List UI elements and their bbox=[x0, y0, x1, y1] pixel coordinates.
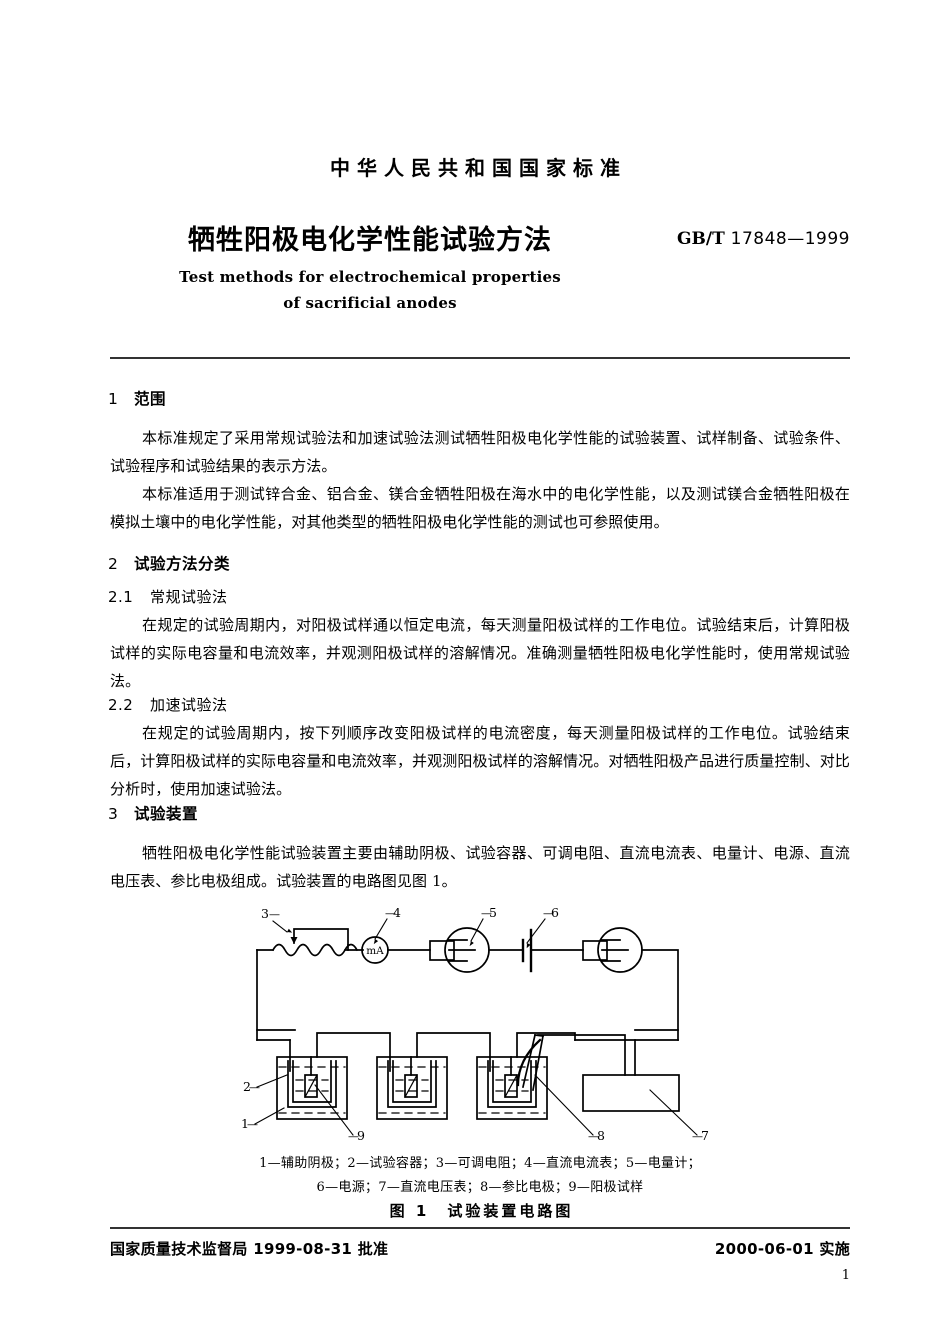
cell-1-container bbox=[276, 1056, 348, 1120]
section-heading-1: 1 范围 bbox=[108, 387, 166, 409]
cell-1-auxiliary-cathode bbox=[287, 1060, 337, 1108]
section-heading-2-2: 2.2 加速试验法 bbox=[108, 694, 228, 715]
reference-electrode-tube bbox=[516, 1038, 542, 1087]
implementation-date: 2000-06-01 实施 bbox=[714, 1240, 850, 1258]
adjustable-resistor-coil bbox=[271, 943, 359, 957]
cell-3-cathode-inner-edge bbox=[492, 1060, 532, 1103]
callout-3: 3 bbox=[261, 906, 269, 921]
callout-2: 2 bbox=[243, 1079, 251, 1094]
ammeter-label: mA bbox=[366, 945, 384, 957]
cell-2-auxiliary-cathode bbox=[387, 1060, 437, 1108]
callout-3-dash: — bbox=[269, 908, 280, 921]
standard-number: GB/T 17848—1999 bbox=[677, 229, 850, 249]
wire-left-outer bbox=[256, 949, 296, 1031]
callout-5: 5 bbox=[489, 905, 497, 920]
english-title-line2: of sacrificial anodes bbox=[283, 294, 457, 312]
test-cell-2 bbox=[376, 1056, 448, 1120]
dc-voltmeter-body bbox=[582, 1074, 680, 1112]
wire-cell2-to-cell3 bbox=[416, 1032, 491, 1058]
figure-1-circuit-diagram: 3 4 5 6 2 1 9 8 7 — — — — — — — — — bbox=[235, 885, 725, 1155]
section-heading-2: 2 试验方法分类 bbox=[108, 552, 230, 574]
cell-3-electrolyte bbox=[478, 1066, 546, 1114]
callout-8: 8 bbox=[597, 1128, 605, 1143]
callout-5-dash: — bbox=[481, 907, 492, 920]
section-title-1: 范围 bbox=[134, 390, 167, 408]
cell-2-anode-hatch bbox=[404, 1074, 418, 1098]
cell-3-auxiliary-cathode bbox=[487, 1060, 537, 1108]
english-title-line1: Test methods for electrochemical propert… bbox=[179, 268, 561, 286]
section-heading-3: 3 试验装置 bbox=[108, 802, 198, 824]
resistor-tap-bracket bbox=[293, 928, 349, 946]
callout-7: 7 bbox=[701, 1128, 709, 1143]
footer-divider bbox=[110, 1227, 850, 1229]
callout-1-dash: — bbox=[247, 1118, 258, 1131]
section-title-2-1: 常规试验法 bbox=[150, 588, 228, 606]
callout-8-dash: — bbox=[588, 1130, 599, 1143]
section-title-2: 试验方法分类 bbox=[134, 555, 231, 573]
callout-6: 6 bbox=[551, 905, 559, 920]
header-divider bbox=[110, 357, 850, 359]
page-number: 1 bbox=[841, 1268, 850, 1283]
callout-leaders-top bbox=[272, 918, 546, 944]
section-heading-2-1: 2.1 常规试验法 bbox=[108, 586, 228, 607]
section-2-2-paragraph: 在规定的试验周期内，按下列顺序改变阳极试样的电流密度，每天测量阳极试样的工作电位… bbox=[110, 724, 850, 798]
callout-6-dash: — bbox=[543, 907, 554, 920]
national-standard-line: 中华人民共和国国家标准 bbox=[330, 156, 627, 180]
cell-3-anode-hatch bbox=[504, 1074, 518, 1098]
cell-2-electrolyte bbox=[378, 1066, 446, 1114]
cell-1-cathode-inner-edge bbox=[292, 1060, 332, 1103]
approval-statement: 国家质量技术监督局 1999-08-31 批准 bbox=[110, 1240, 389, 1258]
resistor-tap-arrow bbox=[290, 937, 298, 944]
reference-electrode-right-edge bbox=[532, 1035, 544, 1091]
section-number-2-2: 2.2 bbox=[108, 696, 134, 714]
callout-1: 1 bbox=[241, 1116, 249, 1131]
wire-voltmeter-to-reference-electrode bbox=[537, 1034, 626, 1076]
section-title-3: 试验装置 bbox=[134, 805, 199, 823]
figure-legend-line-1: 1—辅助阴极；2—试验容器；3—可调电阻；4—直流电流表；5—电量计； bbox=[259, 1156, 701, 1171]
callout-7-dash: — bbox=[692, 1130, 703, 1143]
section-number-2: 2 bbox=[108, 555, 119, 573]
figure-caption: 图 1 试验装置电路图 bbox=[389, 1202, 574, 1220]
section-number-1: 1 bbox=[108, 390, 119, 408]
cell-2-container bbox=[376, 1056, 448, 1120]
callout-numbers: 3 4 5 6 2 1 9 8 7 — — — — — — — — — bbox=[241, 905, 709, 1143]
page-title: 牺牲阳极电化学性能试验方法 bbox=[188, 225, 552, 256]
standard-prefix: GB/T bbox=[677, 229, 725, 249]
wire-cell1-to-cell2 bbox=[316, 1032, 391, 1058]
section-3-paragraph: 牺牲阳极电化学性能试验装置主要由辅助阴极、试验容器、可调电阻、直流电流表、电量计… bbox=[110, 844, 850, 890]
test-cell-1 bbox=[276, 1056, 348, 1120]
callout-9: 9 bbox=[357, 1128, 365, 1143]
callout-2-dash: — bbox=[249, 1081, 260, 1094]
section-1-paragraph-1: 本标准规定了采用常规试验法和加速试验法测试牺牲阳极电化学性能的试验装置、试样制备… bbox=[110, 429, 850, 475]
figure-legend-line-2: 6—电源；7—直流电压表；8—参比电极；9—阳极试样 bbox=[316, 1180, 644, 1195]
cell-1-electrolyte bbox=[278, 1066, 346, 1114]
section-number-3: 3 bbox=[108, 805, 119, 823]
callout-leaders-bottom bbox=[254, 1074, 698, 1136]
wire-right-outer bbox=[634, 949, 679, 1031]
callout-4: 4 bbox=[393, 905, 401, 920]
circuit-diagram-svg: 3 4 5 6 2 1 9 8 7 — — — — — — — — — bbox=[241, 905, 709, 1143]
standard-code: 17848—1999 bbox=[724, 229, 850, 249]
callout-4-dash: — bbox=[385, 907, 396, 920]
cell-2-cathode-inner-edge bbox=[392, 1060, 432, 1103]
wire-to-ammeter-left bbox=[347, 944, 364, 951]
callout-9-dash: — bbox=[348, 1130, 359, 1143]
wire-cell3-to-bus bbox=[516, 1032, 576, 1058]
section-2-1-paragraph: 在规定的试验周期内，对阳极试样通以恒定电流，每天测量阳极试样的工作电位。试验结束… bbox=[110, 616, 850, 690]
section-title-2-2: 加速试验法 bbox=[150, 696, 228, 714]
callout-arrowheads bbox=[287, 928, 531, 949]
cell-1-anode-hatch bbox=[304, 1074, 318, 1098]
reference-electrode-left-edge bbox=[521, 1033, 537, 1089]
section-number-2-1: 2.1 bbox=[108, 588, 134, 606]
section-1-paragraph-2: 本标准适用于测试锌合金、铝合金、镁合金牺牲阳极在海水中的电化学性能，以及测试镁合… bbox=[110, 485, 850, 531]
